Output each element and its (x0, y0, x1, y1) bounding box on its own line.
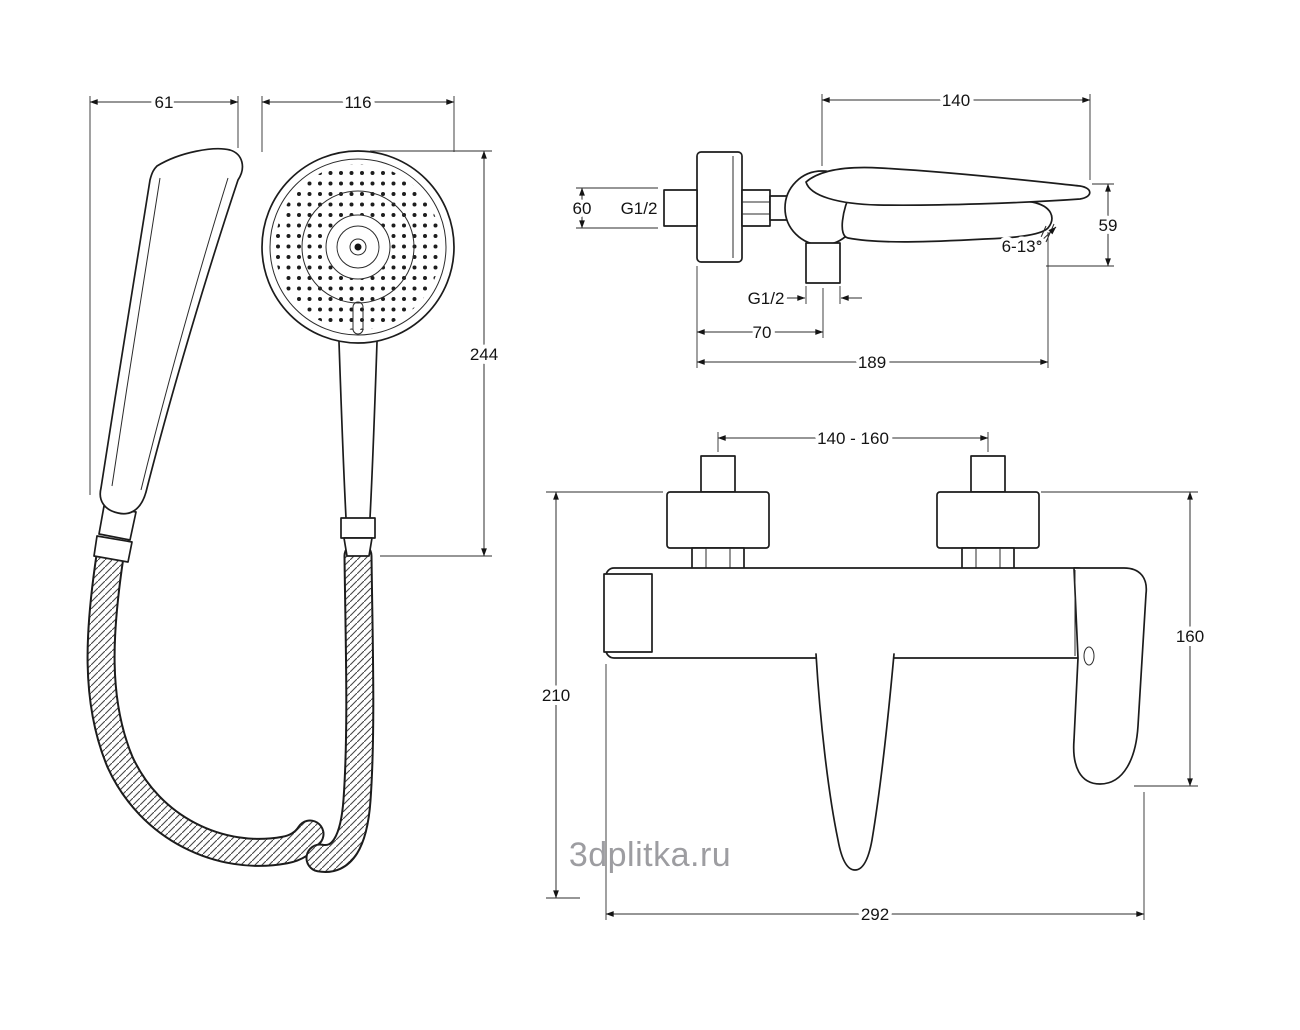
dim-total-depth: 189 (696, 232, 1049, 376)
shower-face-ring-outer (301, 190, 415, 304)
diverter-slot (352, 301, 364, 335)
dim-label: 140 - 160 (817, 429, 889, 448)
shower-face-ring-inner (336, 225, 380, 269)
dim-handshower-length: 244 (370, 150, 502, 557)
lever-handle-side (805, 166, 1091, 207)
inlet-nipple-side (663, 189, 698, 227)
right-union-nut (961, 547, 1015, 571)
dim-label: 210 (542, 686, 570, 705)
dim-label: 160 (1176, 627, 1204, 646)
dim-overall-width: 292 (605, 664, 1145, 928)
dim-label: 292 (861, 905, 889, 924)
shower-hose-outlet-knurl (603, 573, 653, 653)
hose-nut-front (343, 537, 373, 557)
handle-indicator (1083, 646, 1095, 666)
inlet-thread-label: G1/2 (621, 199, 658, 218)
hose-nut-side (93, 535, 133, 563)
shower-outlet-thread (805, 242, 841, 284)
dim-mounting-centers: 140 - 160 (717, 425, 989, 452)
dim-spout-angle: 6-13° (998, 226, 1057, 260)
spout-front-fill (816, 654, 894, 868)
dimensions: 61 116 244 140 60 G1/2 (89, 87, 1208, 928)
wall-flange-side (696, 151, 743, 263)
handle-edge-right (369, 341, 378, 519)
shower-hose-left-corrugation (88, 543, 323, 865)
watermark: 3dplitka.ru (569, 836, 731, 874)
spout-front-outline (815, 653, 895, 871)
handshower-side-seam-left (111, 177, 161, 487)
right-eccentric-flange (936, 491, 1040, 549)
dim-label: 61 (155, 93, 174, 112)
outlet-thread-label: G1/2 (748, 289, 785, 308)
connector-nut-side (741, 189, 771, 227)
angle-label: 6-13° (1002, 237, 1043, 256)
shower-hose-left (86, 541, 325, 867)
dim-spout-reach: 140 (821, 87, 1091, 180)
mixer-front-view (603, 455, 1148, 871)
handle-edge-left (338, 341, 347, 519)
shower-face-hub-dot (354, 243, 362, 251)
mixer-side-view (663, 151, 1091, 284)
shower-face-rim (269, 158, 447, 336)
dim-wall-to-outlet: 70 (696, 266, 824, 368)
mixer-body-front (605, 567, 1087, 659)
handshower-side-view (86, 147, 325, 867)
left-inlet-nipple (700, 455, 736, 493)
shower-hose-right-corrugation (307, 543, 373, 871)
shower-face-hub-ring (349, 238, 367, 256)
dim-handshower-depth: 61 (89, 89, 239, 495)
handshower-side-seam-right (140, 177, 229, 491)
dim-overall-height: 210 (538, 491, 663, 899)
left-eccentric-flange (666, 491, 770, 549)
shower-face-ring-mid (325, 214, 391, 280)
dim-outlet-drop: 59 (1046, 183, 1121, 267)
dim-label: 116 (344, 93, 371, 112)
dim-handle-drop: 160 (1041, 491, 1208, 787)
right-inlet-nipple (970, 455, 1006, 493)
handshower-body-side (99, 147, 244, 515)
hose-connector-front (340, 517, 376, 539)
dim-outlet-thread: G1/2 (744, 285, 862, 312)
dim-label: 60 (573, 199, 592, 218)
dim-inlet-height: 60 G1/2 (569, 187, 661, 229)
shower-face-outer (261, 150, 455, 344)
left-union-nut (691, 547, 745, 571)
handshower-front-view (261, 150, 455, 873)
mixer-handle-front (1072, 567, 1148, 785)
dim-label: 59 (1099, 216, 1118, 235)
dim-label: 140 (942, 91, 970, 110)
dim-label: 244 (470, 345, 498, 364)
dim-label: 189 (858, 353, 886, 372)
dim-label: 70 (753, 323, 772, 342)
dim-handshower-width: 116 (261, 89, 455, 152)
